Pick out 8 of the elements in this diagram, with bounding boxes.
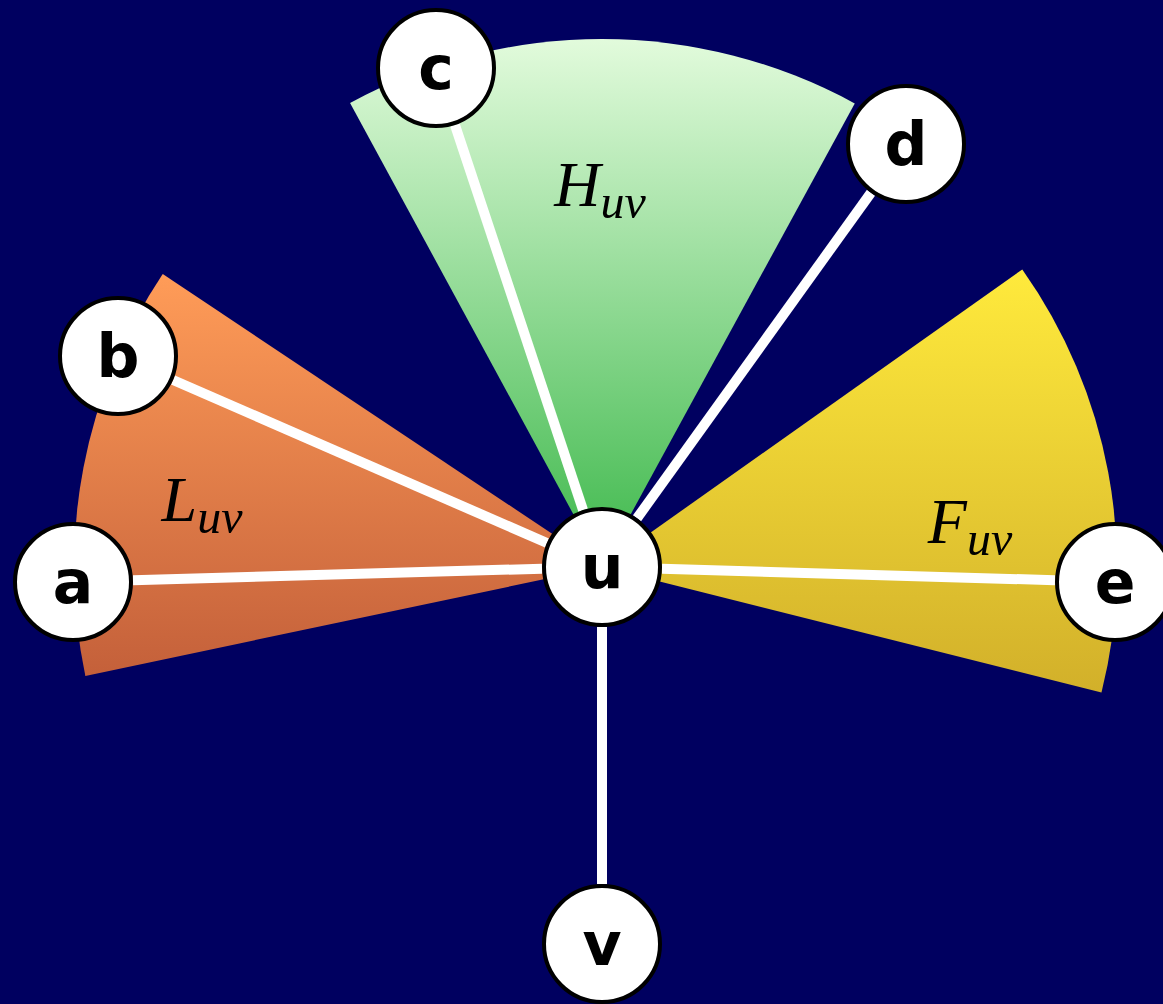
edge-line xyxy=(661,563,1056,586)
sector-label: F$_{uv}$ xyxy=(927,490,1013,554)
edge-line xyxy=(632,189,876,522)
edge-line xyxy=(171,375,549,548)
edge-line xyxy=(597,627,607,884)
sector-label: L$_{uv}$ xyxy=(161,468,243,532)
edge-line xyxy=(132,563,543,586)
sector-label: H$_{uv}$ xyxy=(554,153,646,217)
